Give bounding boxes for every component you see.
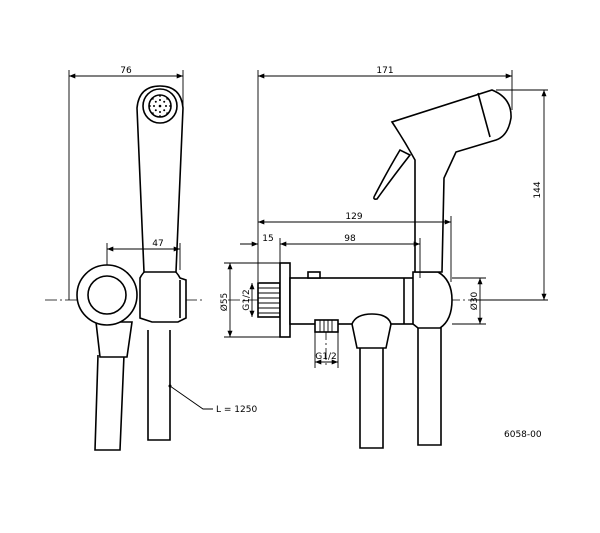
side-view: 171 144 129 15 98 Ø55 G1/2 Ø30: [219, 66, 548, 449]
dim-thread-wall: G1/2: [242, 289, 252, 310]
hose-length-label: L = 1250: [216, 405, 257, 415]
side-hose-nut: [351, 313, 392, 349]
side-shower-handle: [390, 89, 512, 273]
side-wall-flange: [279, 262, 291, 338]
hose-length-leader: [169, 385, 213, 410]
front-rosette-inner: [87, 275, 127, 315]
spray-nozzle-holes: [149, 95, 171, 117]
side-hose-right: [417, 325, 442, 446]
hose-leader-dot: [168, 384, 172, 388]
dim-body-length: 98: [344, 234, 356, 244]
front-hose-left: [94, 354, 125, 451]
side-hose-left: [359, 345, 384, 449]
dim-shower-offset: 129: [345, 212, 362, 222]
dim-body-diameter: Ø30: [469, 291, 480, 310]
side-shower-head-seam: [477, 92, 491, 138]
dim-thread-outlet: G1/2: [315, 352, 336, 362]
front-spray-inner: [148, 94, 172, 118]
side-trigger-lever: [373, 148, 412, 200]
front-holder-bracket: [139, 265, 187, 323]
front-wall-rosette: [76, 264, 138, 326]
front-hose-sleeve: [95, 321, 133, 358]
side-outlet-thread: [314, 319, 339, 333]
front-view: 76 47 L = 1250: [45, 66, 257, 451]
dim-total-length: 171: [376, 66, 393, 76]
side-wall-thread: [257, 282, 281, 318]
side-holder-clip: [412, 271, 453, 329]
part-number: 6058-00: [504, 430, 542, 440]
dim-width-front: 76: [120, 66, 132, 76]
dim-flange-diameter: Ø55: [219, 293, 230, 312]
dim-flange-depth: 15: [262, 234, 273, 244]
dim-holder-width: 47: [152, 239, 163, 249]
side-valve-body: [289, 277, 421, 325]
front-spray-head: [142, 88, 178, 124]
side-valve-knob: [307, 271, 321, 279]
dim-height: 144: [533, 181, 543, 198]
front-hose-right: [147, 330, 171, 441]
